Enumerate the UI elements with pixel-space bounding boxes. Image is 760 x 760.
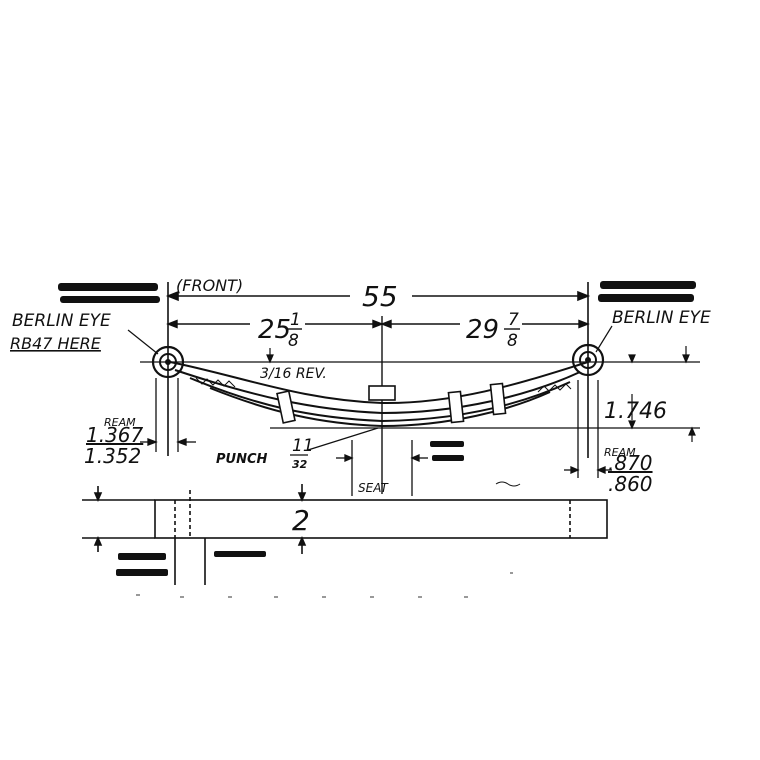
left-ream-label: REAM: [104, 416, 136, 429]
bore-dimensions: [140, 378, 612, 478]
right-bore-max: .870: [608, 451, 653, 475]
seat-dimension: [336, 440, 428, 496]
overall-length-label: 55: [362, 280, 398, 313]
leaf-spring: [169, 361, 589, 428]
right-length-den: 8: [507, 331, 518, 351]
left-berlin-eye: [151, 345, 185, 379]
left-bore-max: 1.367: [86, 423, 144, 447]
punch-num: 11: [292, 436, 314, 456]
reference-lines: [140, 346, 700, 442]
seat-label: SEAT: [358, 481, 390, 495]
leader-lines: [127, 325, 613, 451]
punch-den: 32: [292, 458, 308, 471]
width-label: 2: [292, 504, 310, 537]
front-label: (FRONT): [176, 276, 243, 295]
right-length-num: 7: [508, 310, 519, 330]
right-length-whole: 29: [466, 315, 499, 345]
right-berlin-eye: [571, 343, 605, 377]
left-bore-min: 1.352: [84, 444, 141, 468]
left-length-den: 8: [288, 331, 299, 351]
left-length-whole: 25: [258, 315, 291, 345]
left-eye-label: BERLIN EYE: [12, 311, 111, 331]
plan-view: [82, 481, 608, 585]
sub-length-dimension: [166, 316, 590, 494]
right-eye-label: BERLIN EYE: [612, 308, 711, 328]
rev-label: 3/16 REV.: [260, 366, 327, 382]
scan-dots: [136, 572, 513, 598]
punch-label: PUNCH: [216, 452, 268, 467]
arch-height-label: 1.746: [604, 399, 667, 424]
part-number-label: RB47 HERE: [10, 334, 102, 353]
spring-clips: [276, 382, 507, 424]
left-length-num: 1: [290, 310, 301, 330]
right-bore-min: .860: [608, 472, 653, 496]
right-ream-label: REAM: [604, 446, 636, 459]
redaction-marks: [58, 281, 696, 576]
